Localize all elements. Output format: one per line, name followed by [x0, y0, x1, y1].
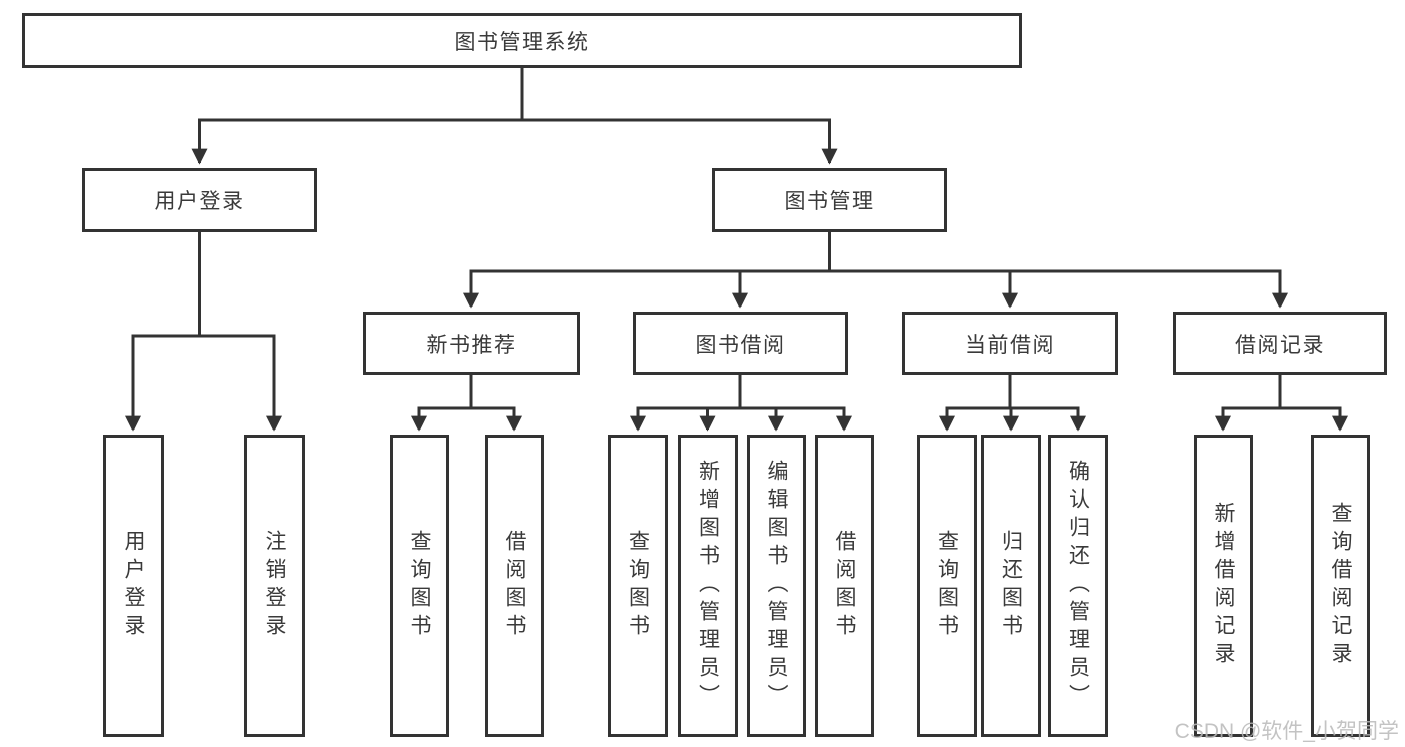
node-leaf-query-books-borrowing: 查询图书 — [608, 435, 668, 737]
connector-current-borrowing-to-leaves — [939, 375, 1086, 432]
node-leaf-user-login: 用户登录 — [103, 435, 164, 737]
node-leaf-borrow-books: 借阅图书 — [815, 435, 874, 737]
node-label: 查询借阅记录 — [1329, 502, 1352, 670]
node-label: 查询图书 — [935, 530, 959, 642]
node-label: 新增借阅记录 — [1212, 502, 1235, 670]
node-leaf-logout: 注销登录 — [244, 435, 305, 737]
connector-user-login-to-leaves — [125, 232, 282, 432]
node-label: 新增图书（管理员） — [696, 460, 720, 712]
node-label: 借阅记录 — [1235, 333, 1325, 357]
watermark: CSDN @软件_小贺同学 — [1174, 720, 1399, 743]
node-label: 确认归还（管理员） — [1066, 460, 1090, 712]
node-leaf-add-borrow-record: 新增借阅记录 — [1194, 435, 1253, 737]
node-leaf-edit-books-admin: 编辑图书（管理员） — [747, 435, 806, 737]
node-book-management: 图书管理 — [712, 168, 947, 232]
node-library-management-system: 图书管理系统 — [22, 13, 1022, 68]
node-leaf-confirm-return-admin: 确认归还（管理员） — [1048, 435, 1108, 737]
node-label: 编辑图书（管理员） — [765, 460, 788, 712]
node-user-login: 用户登录 — [82, 168, 317, 232]
node-new-book-recommendation: 新书推荐 — [363, 312, 580, 375]
node-label: 用户登录 — [122, 530, 145, 642]
node-label: 查询图书 — [626, 530, 650, 642]
node-leaf-return-books: 归还图书 — [981, 435, 1041, 737]
node-borrowing-records: 借阅记录 — [1173, 312, 1387, 375]
connector-root-to-level2 — [191, 68, 838, 165]
connector-book-borrowing-to-leaves — [630, 375, 852, 432]
node-leaf-borrow-books-recommend: 借阅图书 — [485, 435, 544, 737]
node-label: 新书推荐 — [426, 333, 517, 357]
node-label: 借阅图书 — [833, 530, 856, 642]
node-leaf-query-books-current: 查询图书 — [917, 435, 977, 737]
node-leaf-add-books-admin: 新增图书（管理员） — [678, 435, 738, 737]
node-label: 图书管理系统 — [454, 30, 590, 54]
node-label: 图书管理 — [784, 190, 875, 213]
node-label: 借阅图书 — [503, 530, 526, 642]
node-label: 用户登录 — [154, 190, 245, 213]
node-label: 当前借阅 — [965, 333, 1055, 357]
node-label: 归还图书 — [999, 530, 1023, 642]
node-label: 注销登录 — [263, 530, 286, 642]
node-book-borrowing: 图书借阅 — [633, 312, 848, 375]
connector-borrowing-records-to-leaves — [1215, 375, 1348, 432]
node-current-borrowing: 当前借阅 — [902, 312, 1118, 375]
connector-book-management-to-level3 — [463, 232, 1288, 309]
node-leaf-query-borrow-record: 查询借阅记录 — [1311, 435, 1370, 737]
connector-new-book-recommendation-to-leaves — [411, 375, 522, 432]
node-label: 图书借阅 — [695, 333, 786, 357]
node-leaf-query-books-recommend: 查询图书 — [390, 435, 449, 737]
node-label: 查询图书 — [408, 530, 431, 642]
